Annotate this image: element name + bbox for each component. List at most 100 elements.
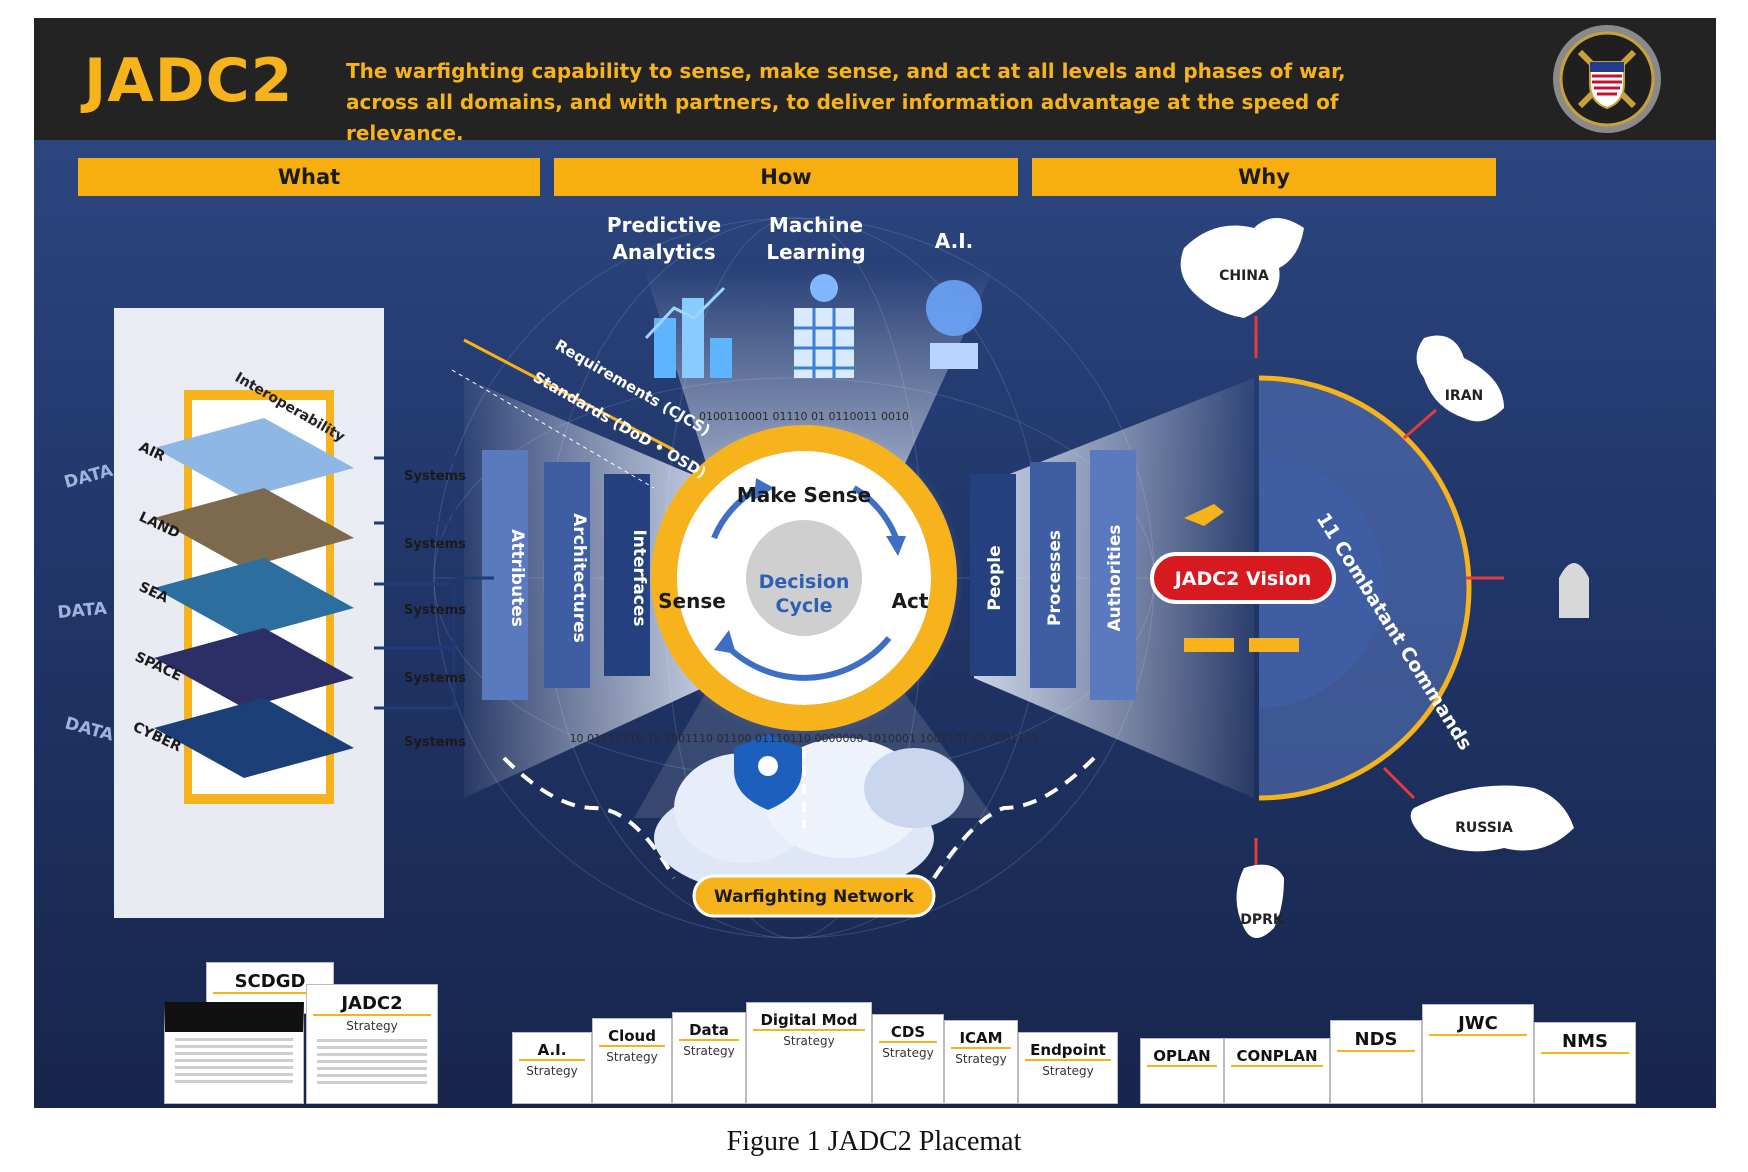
section-header-how: How bbox=[554, 158, 1018, 196]
doc-endpoint-strategy: Endpoint Strategy bbox=[1018, 1032, 1118, 1104]
figure-caption: Figure 1 JADC2 Placemat bbox=[726, 1126, 1022, 1157]
jadc2-placemat: JADC2 The warfighting capability to sens… bbox=[34, 18, 1716, 1108]
processes-label: Processes bbox=[1045, 530, 1065, 626]
section-header-why: Why bbox=[1032, 158, 1496, 196]
doc-subtitle: Strategy bbox=[346, 1019, 398, 1033]
decision-cycle-ring bbox=[651, 425, 957, 731]
dprk-map-icon bbox=[1236, 864, 1284, 938]
doc-title: Digital Mod bbox=[753, 1003, 865, 1031]
data-word-3: DATA bbox=[63, 714, 117, 746]
capability-machine-learning: Machine Learning bbox=[766, 213, 866, 264]
systems-label-3: Systems bbox=[404, 603, 466, 618]
doc-subtitle: Strategy bbox=[783, 1034, 835, 1048]
country-dprk: DPRK bbox=[1240, 912, 1285, 928]
doc-title: Data bbox=[679, 1013, 739, 1041]
cycle-arrow-top-left bbox=[711, 485, 761, 540]
doc-nms: NMS bbox=[1534, 1022, 1636, 1104]
country-iran: IRAN bbox=[1445, 388, 1484, 404]
decision-cycle-label: Decision Cycle bbox=[758, 571, 850, 617]
doc-icam-strategy: ICAM Strategy bbox=[944, 1020, 1018, 1104]
jadc2-vision-pill bbox=[1150, 552, 1336, 604]
network-link-left bbox=[502, 756, 676, 879]
doc-subtitle: Strategy bbox=[606, 1050, 658, 1064]
systems-label-2: Systems bbox=[404, 537, 466, 552]
doc-title: Endpoint bbox=[1025, 1033, 1111, 1061]
doc-conplan: CONPLAN bbox=[1224, 1038, 1330, 1104]
data-word-2: DATA bbox=[57, 599, 109, 623]
systems-label-4: Systems bbox=[404, 671, 466, 686]
doc-title: JADC2 bbox=[313, 985, 431, 1016]
doc-title: A.I. bbox=[519, 1033, 585, 1061]
doc-subtitle: Strategy bbox=[526, 1064, 578, 1078]
data-word-1: DATA bbox=[62, 461, 116, 493]
interfaces-bar bbox=[604, 474, 650, 676]
processes-bar bbox=[1030, 462, 1076, 688]
network-label: Warfighting Network bbox=[714, 887, 915, 907]
capability-ai: A.I. bbox=[934, 229, 974, 253]
doc-cloud-strategy: Cloud Strategy bbox=[592, 1018, 672, 1104]
doc-title: SCDGD bbox=[213, 963, 327, 994]
doc-subtitle: Strategy bbox=[955, 1052, 1007, 1066]
doc-digital-mod-strategy: Digital Mod Strategy bbox=[746, 1002, 872, 1104]
section-header-what: What bbox=[78, 158, 540, 196]
doc-ai-strategy: A.I. Strategy bbox=[512, 1032, 592, 1104]
tank-icon bbox=[1184, 638, 1299, 652]
soldier-icon bbox=[1559, 563, 1589, 618]
people-bar bbox=[970, 474, 1016, 676]
doc-data-strategy: Data Strategy bbox=[672, 1012, 746, 1104]
doc-jadc2-strategy: JADC2 Strategy bbox=[306, 984, 438, 1104]
cycle-arrow-top-right bbox=[852, 485, 899, 540]
diagram-artwork: 0100110001 01110 01 0110011 0010 10 0111… bbox=[57, 217, 1589, 939]
doc-title: NMS bbox=[1541, 1023, 1629, 1054]
attributes-bar bbox=[482, 450, 528, 700]
interfaces-label: Interfaces bbox=[629, 529, 649, 626]
attributes-label: Attributes bbox=[507, 529, 527, 627]
doc-cft: CFT bbox=[164, 1002, 304, 1104]
sea-layer bbox=[154, 558, 354, 638]
cycle-arrow-bottom bbox=[721, 636, 892, 681]
ai-brain-icon bbox=[926, 280, 982, 369]
systems-label-5: Systems bbox=[404, 735, 466, 750]
cyber-layer bbox=[154, 698, 354, 778]
architectures-label: Architectures bbox=[569, 513, 589, 643]
doc-title: NDS bbox=[1337, 1021, 1415, 1052]
doc-title: CDS bbox=[879, 1015, 937, 1043]
air-layer bbox=[154, 418, 354, 498]
network-link-right bbox=[932, 756, 1096, 880]
capability-predictive-analytics: Predictive Analytics bbox=[606, 213, 722, 264]
joint-staff-seal-icon bbox=[1553, 25, 1661, 133]
architectures-bar bbox=[544, 462, 590, 688]
russia-map-icon bbox=[1410, 785, 1574, 852]
sense-label: Sense bbox=[658, 589, 726, 613]
tagline: The warfighting capability to sense, mak… bbox=[346, 59, 1346, 145]
doc-title: CFT bbox=[171, 1012, 209, 1033]
china-map-icon bbox=[1180, 218, 1304, 318]
doc-title: Cloud bbox=[599, 1019, 665, 1047]
doc-title: JWC bbox=[1429, 1005, 1527, 1036]
doc-subtitle: Strategy bbox=[683, 1044, 735, 1058]
predictive-analytics-icon bbox=[644, 286, 732, 378]
doc-title: ICAM bbox=[951, 1021, 1011, 1049]
doc-oplan: OPLAN bbox=[1140, 1038, 1224, 1104]
domain-stack bbox=[114, 308, 494, 918]
make-sense-label: Make Sense bbox=[736, 483, 872, 507]
authorities-label: Authorities bbox=[1105, 525, 1125, 632]
binary-text-top: 0100110001 01110 01 0110011 0010 bbox=[699, 410, 909, 423]
jadc2-logo: JADC2 bbox=[84, 46, 294, 116]
doc-subtitle: Strategy bbox=[882, 1046, 934, 1060]
land-layer bbox=[154, 488, 354, 568]
authorities-bar bbox=[1090, 450, 1136, 700]
jet-icon bbox=[1184, 504, 1224, 526]
country-russia: RUSSIA bbox=[1455, 820, 1513, 836]
doc-cds-strategy: CDS Strategy bbox=[872, 1014, 944, 1104]
doc-title: CONPLAN bbox=[1231, 1039, 1323, 1067]
country-china: CHINA bbox=[1219, 268, 1269, 284]
beam-left bbox=[464, 378, 724, 798]
doc-subtitle: Strategy bbox=[1042, 1064, 1094, 1078]
doc-jwc: JWC bbox=[1422, 1004, 1534, 1104]
iran-map-icon bbox=[1416, 335, 1504, 422]
binary-text-bottom: 10 01110110 10 1001110 01100 01110110 00… bbox=[570, 732, 1039, 745]
space-layer bbox=[154, 628, 354, 708]
act-label: Act bbox=[891, 589, 929, 613]
decision-cycle-center bbox=[746, 520, 862, 636]
